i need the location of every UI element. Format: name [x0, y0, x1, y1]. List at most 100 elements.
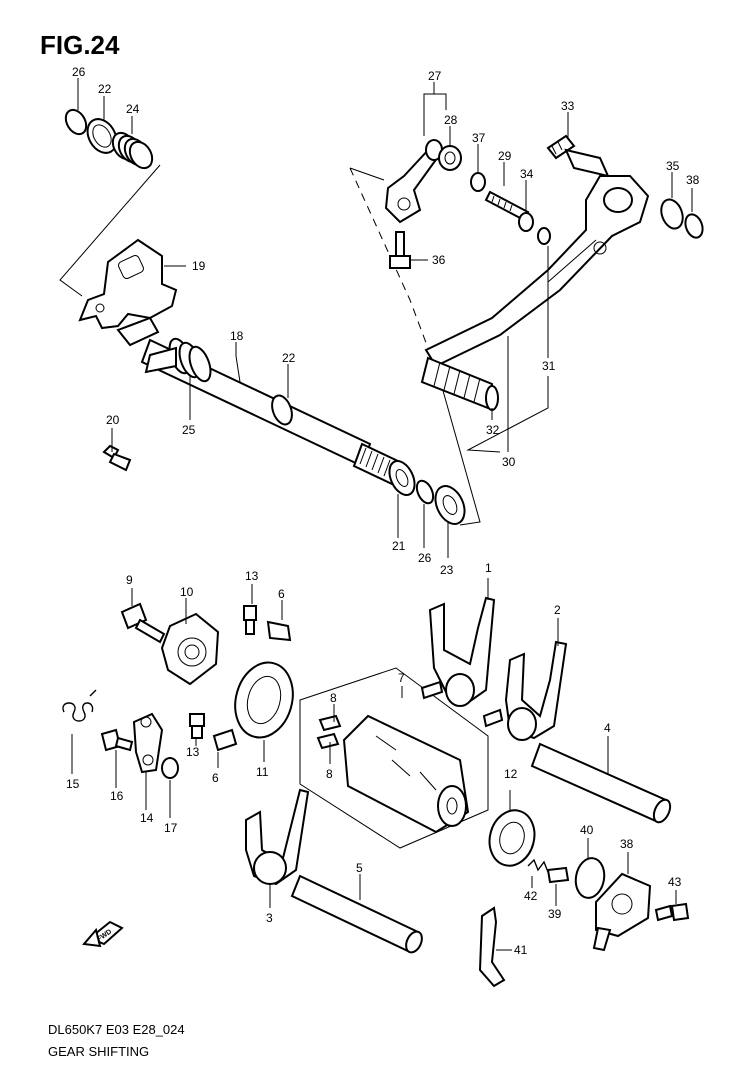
part-26-circlip-lower: [415, 479, 435, 505]
callout-10: 10: [180, 585, 194, 599]
part-35-washer: [660, 198, 684, 230]
part-3-shift-fork: [245, 788, 310, 886]
part-26-circlip: [64, 108, 88, 136]
callout-44: 43: [668, 875, 682, 889]
part-7-shift-cam: [342, 714, 470, 834]
part-17-washer: [161, 757, 179, 779]
part-27-rod-assembly: [384, 139, 443, 224]
part-22-washer-upper: [86, 118, 118, 154]
callout-8: 8: [330, 691, 337, 705]
fwd-arrow: [82, 920, 124, 948]
part-13-bolt-upper: [243, 605, 257, 635]
part-40-pin: [546, 866, 570, 884]
part-44-bolt: [654, 902, 690, 922]
part-22-washer-lower: [271, 394, 293, 426]
callout-27: 27: [428, 69, 442, 83]
part-6-washer-lower: [212, 728, 238, 752]
callout-24: 24: [126, 102, 140, 116]
part-33-pivot-bolt: [546, 134, 610, 178]
callout-42: 41: [514, 943, 528, 957]
callout-41: 40: [580, 823, 594, 837]
callout-20: 20: [106, 413, 120, 427]
callout-15: 15: [66, 777, 80, 791]
callout-9: 9: [126, 573, 133, 587]
figure-title: FIG.24: [40, 30, 120, 60]
callout-35: 35: [666, 159, 680, 173]
part-24-spring: [111, 131, 154, 170]
callout-22: 22: [98, 82, 112, 96]
part-38-circlip: [684, 213, 704, 239]
part-19-shift-plate: [78, 238, 178, 347]
callout-40: 39: [548, 907, 562, 921]
callout-28: 28: [444, 113, 458, 127]
callout-6: 6: [278, 587, 285, 601]
callout-32: 32: [486, 423, 500, 437]
callout-18: 18: [230, 329, 244, 343]
part-37-nut: [470, 172, 486, 192]
callout-23: 23: [440, 563, 454, 577]
part-30-shift-pedal: [424, 175, 650, 368]
callout-36: 36: [432, 253, 446, 267]
callout-5: 5: [356, 861, 363, 875]
callout-4: 4: [604, 721, 611, 735]
callout-26b: 26: [418, 551, 432, 565]
part-12-bearing: [488, 809, 536, 867]
callout-26: 26: [72, 65, 86, 79]
callout-29: 29: [498, 149, 512, 163]
part-8-dowel-pins: [316, 714, 342, 750]
figure-code: DL650K7 E03 E28_024: [48, 1022, 185, 1037]
part-11-oil-seal: [234, 661, 294, 739]
part-36-bolt: [389, 231, 411, 269]
callout-19: 19: [192, 259, 206, 273]
callout-37: 37: [472, 131, 486, 145]
part-2-shift-fork: [482, 640, 568, 741]
callout-33: 33: [561, 99, 575, 113]
part-6-washer-upper: [266, 620, 292, 642]
callout-12: 12: [504, 767, 518, 781]
part-1-shift-fork: [420, 596, 496, 707]
part-41-gasket: [574, 857, 606, 899]
part-4-fork-shaft: [530, 742, 672, 824]
part-20-bolt: [102, 444, 132, 472]
callout-6b: 6: [212, 771, 219, 785]
part-28-nut: [438, 145, 462, 171]
callout-43: 42: [524, 889, 538, 903]
part-32-pedal-rubber: [420, 356, 499, 411]
part-16-bolt: [100, 728, 134, 752]
part-39-sensor: [592, 872, 652, 952]
part-13-bolt-lower: [189, 713, 205, 739]
callout-38: 38: [686, 173, 700, 187]
callout-30: 30: [502, 455, 516, 469]
part-9-bolt: [120, 602, 166, 644]
leader-lines: [71, 78, 693, 951]
part-23-oil-seal: [434, 485, 466, 525]
part-43-spring: [527, 858, 549, 873]
part-5-fork-shaft: [290, 874, 423, 954]
callout-17: 17: [164, 821, 178, 835]
part-31-pin: [537, 227, 551, 245]
callout-8b: 8: [326, 767, 333, 781]
figure-caption: GEAR SHIFTING: [48, 1044, 150, 1059]
callout-16: 16: [110, 789, 124, 803]
part-25-spring: [144, 337, 212, 383]
callout-labels: 26 22 24 27 28 37 29 34 33 35 38 36 19 1…: [66, 65, 700, 957]
part-15-spring: [62, 689, 97, 722]
callout-25: 25: [182, 423, 196, 437]
callout-11: 11: [256, 765, 269, 779]
callout-3: 3: [266, 911, 273, 925]
callout-2: 2: [554, 603, 561, 617]
callout-22b: 22: [282, 351, 296, 365]
callout-14: 14: [140, 811, 154, 825]
callout-13b: 13: [186, 745, 200, 759]
part-34-nut: [518, 212, 534, 232]
callout-13: 13: [245, 569, 259, 583]
part-21-washer: [388, 460, 416, 496]
part-14-shift-arm: [132, 712, 164, 774]
part-42-clamp: [478, 906, 506, 988]
callout-39: 38: [620, 837, 634, 851]
callout-31: 31: [542, 359, 556, 373]
callout-34: 34: [520, 167, 534, 181]
callout-21: 21: [392, 539, 406, 553]
callout-1: 1: [485, 561, 492, 575]
